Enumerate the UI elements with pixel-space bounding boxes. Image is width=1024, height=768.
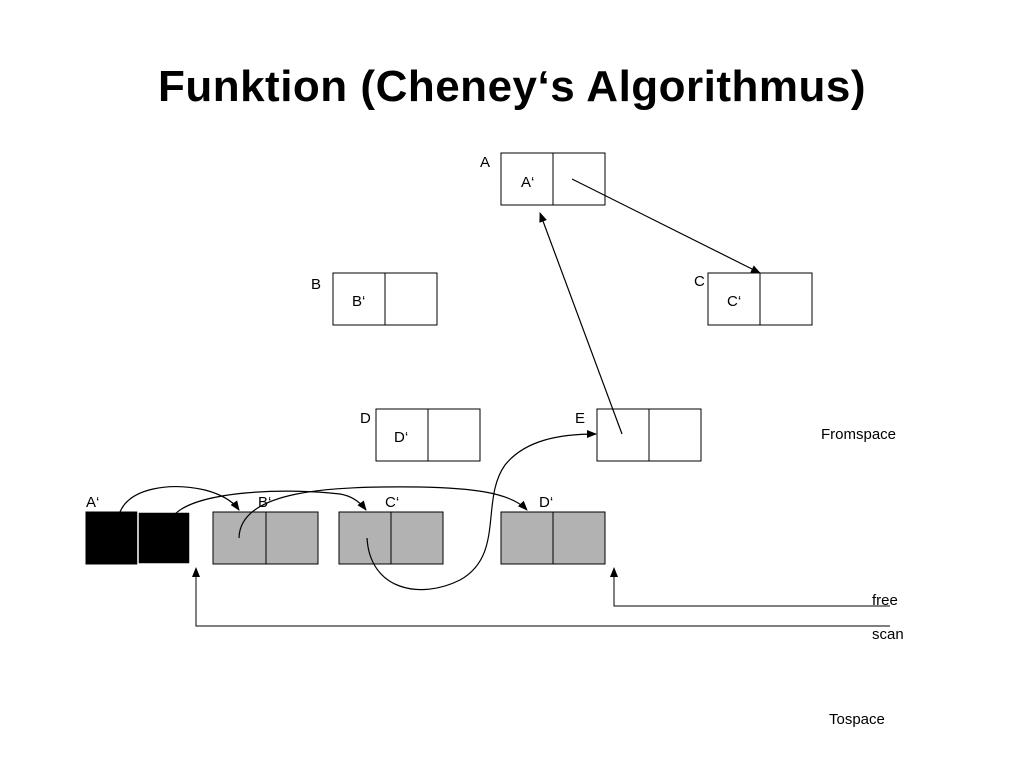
fromspace-node-d: D D‘ — [360, 408, 481, 462]
node-b-forward-label: B‘ — [352, 293, 365, 310]
node-e-label: E — [575, 410, 585, 427]
node-e-left-cell — [596, 408, 650, 462]
tospace-b-right — [265, 511, 319, 565]
tospace-c-label: C‘ — [385, 494, 399, 511]
slide-title: Funktion (Cheney‘s Algorithmus) — [157, 62, 867, 111]
tospace-cell-a-prime: A‘ — [85, 494, 191, 565]
pointer-c-prime-to-e — [366, 430, 597, 591]
tospace-cell-d-prime: D‘ — [500, 494, 606, 565]
node-d-left-cell — [375, 408, 429, 462]
pointer-b-prime-to-d-prime — [238, 486, 528, 539]
pointer-a-to-c — [571, 178, 761, 274]
fromspace-node-b: B B‘ — [311, 272, 438, 326]
node-b-right-cell — [384, 272, 438, 326]
node-a-right-cell — [552, 152, 606, 206]
tospace-cell-b-prime: B‘ — [212, 494, 319, 565]
fromspace-node-c: C C‘ — [694, 272, 813, 326]
node-d-label: D — [360, 410, 371, 427]
scan-pointer-line — [192, 567, 890, 627]
tospace-d-label: D‘ — [539, 494, 553, 511]
tospace-a-label: A‘ — [86, 494, 99, 511]
node-a-left-cell — [500, 152, 554, 206]
pointer-a-prime-to-b-prime — [119, 486, 240, 513]
tospace-d-right — [552, 511, 606, 565]
scan-pointer-label: scan — [872, 626, 904, 643]
tospace-label: Tospace — [829, 711, 885, 728]
fromspace-node-a: A A‘ — [480, 152, 606, 206]
tospace-c-left — [338, 511, 392, 565]
pointer-e-to-a — [539, 212, 623, 435]
pointer-a-prime-to-c-prime — [174, 490, 367, 515]
free-pointer-label: free — [872, 592, 898, 609]
node-c-label: C — [694, 273, 705, 290]
node-c-right-cell — [759, 272, 813, 326]
node-d-forward-label: D‘ — [394, 429, 408, 446]
tospace-c-right — [390, 511, 444, 565]
node-d-right-cell — [427, 408, 481, 462]
node-b-left-cell — [332, 272, 386, 326]
node-c-forward-label: C‘ — [727, 293, 741, 310]
node-a-forward-label: A‘ — [521, 174, 534, 191]
fromspace-node-e: E — [575, 408, 702, 462]
node-c-left-cell — [707, 272, 761, 326]
tospace-b-label: B‘ — [258, 494, 271, 511]
tospace-d-left — [500, 511, 554, 565]
node-b-label: B — [311, 276, 321, 293]
node-a-label: A — [480, 154, 490, 171]
free-pointer-line — [610, 567, 890, 607]
tospace-a-right — [137, 511, 191, 565]
tospace-cell-c-prime: C‘ — [338, 494, 444, 565]
node-e-right-cell — [648, 408, 702, 462]
tospace-a-left — [85, 511, 139, 565]
fromspace-label: Fromspace — [821, 426, 896, 443]
